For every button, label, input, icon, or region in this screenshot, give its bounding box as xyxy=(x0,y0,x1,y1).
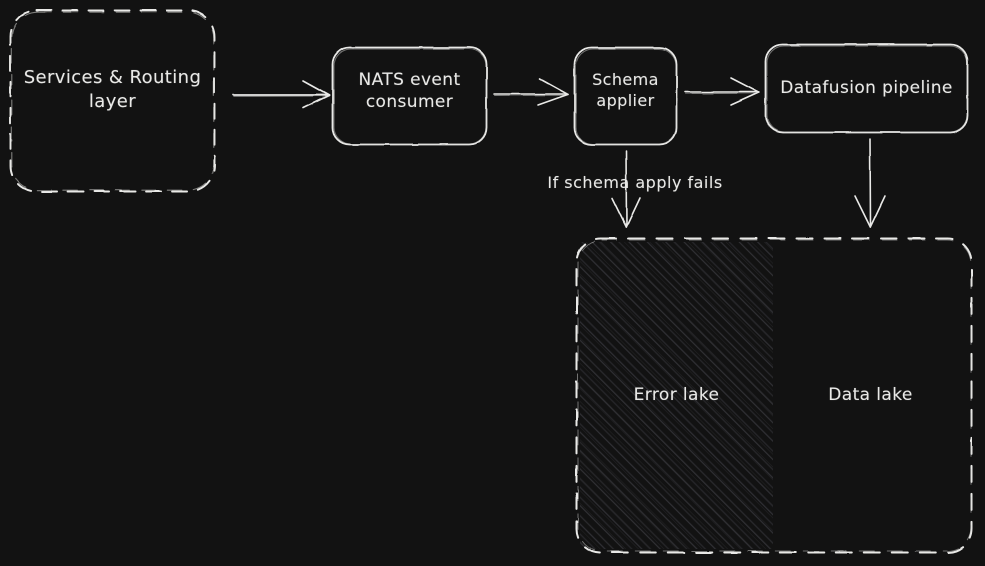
edge-schema-to-datafusion xyxy=(684,77,760,106)
node-services-routing-layer[interactable] xyxy=(9,9,216,193)
node-datafusion-pipeline[interactable] xyxy=(764,43,969,134)
node-nats-event-consumer[interactable] xyxy=(331,46,488,146)
edge-datafusion-to-data-lake xyxy=(854,138,886,228)
node-schema-applier[interactable] xyxy=(573,46,678,146)
error-lake-hachure xyxy=(580,242,773,549)
edge-services-to-nats xyxy=(232,80,330,109)
if-schema-apply-fails-label: If schema apply fails xyxy=(547,173,723,192)
edge-nats-to-schema xyxy=(493,78,569,106)
edge-schema-to-error-lake xyxy=(611,150,641,228)
node-lakes-container[interactable] xyxy=(575,237,973,554)
